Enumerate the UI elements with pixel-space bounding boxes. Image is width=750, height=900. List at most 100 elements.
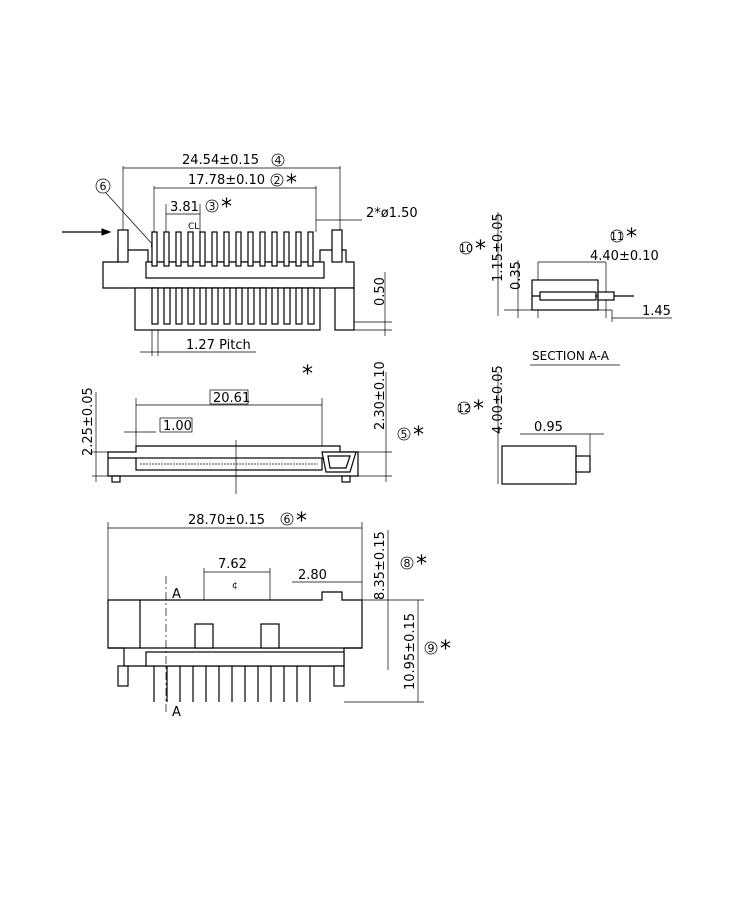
pin [283, 231, 290, 267]
centerline-label: CL [188, 222, 199, 232]
dim-overall-width: 28.70±0.15 [188, 513, 265, 528]
side-pins [153, 666, 311, 702]
pin [307, 287, 315, 325]
front-view: * 20.61 1.00 2.25±0.05 2.30±0.10 5 * [81, 361, 424, 494]
section-title: SECTION A-A [532, 349, 610, 363]
callout-circle [95, 178, 111, 194]
foot [341, 475, 351, 483]
critical-star: * [221, 195, 232, 220]
callout-circle [400, 556, 414, 570]
dim-section-height: 1.15±0.05 [491, 213, 506, 282]
pin [283, 287, 291, 325]
callout-number: 9 [428, 642, 435, 655]
callout-circle [280, 512, 294, 526]
dim-step: 1.00 [163, 419, 192, 434]
pin [235, 231, 242, 267]
callout-number: 12 [457, 402, 471, 415]
callout-number: 11 [610, 230, 624, 243]
dim-right-offset: 2.80 [298, 568, 327, 583]
pin [187, 231, 194, 267]
pin [271, 231, 278, 267]
top-view: 24.54±0.15 4 17.78±0.10 2 * 3.81 3 * CL … [62, 153, 418, 356]
pin [223, 287, 231, 325]
foot [111, 475, 121, 483]
pin [295, 231, 302, 267]
pin [151, 231, 158, 267]
dim-end-width: 0.95 [534, 420, 563, 435]
critical-star: * [286, 171, 297, 196]
dim-inner-width: 20.61 [213, 391, 250, 406]
pin [175, 287, 183, 325]
pin [247, 231, 254, 267]
pin [199, 231, 206, 267]
dim-upper-height: 8.35±0.15 [373, 531, 388, 600]
contact-section [539, 291, 597, 301]
dim-pin-span: 17.78±0.10 [188, 173, 265, 188]
callout-number: 6 [100, 180, 107, 193]
dim-thickness: 0.35 [509, 261, 524, 290]
alignment-post [194, 623, 214, 649]
pin [223, 231, 230, 267]
callout-circle [271, 153, 285, 167]
dim-lower-height: 10.95±0.15 [403, 613, 418, 690]
section-mark-top: A [172, 587, 181, 602]
pin [175, 231, 182, 267]
basic-dim-box [209, 389, 249, 405]
contact-tail [597, 291, 615, 301]
centerline-label: ¢ [232, 581, 238, 591]
pin [259, 231, 266, 267]
mount-post [331, 229, 343, 263]
base-strip [145, 651, 345, 667]
dim-left-height: 2.25±0.05 [81, 387, 96, 456]
critical-star: * [302, 362, 313, 387]
callout-circle [610, 229, 624, 243]
callout-number: 5 [401, 428, 408, 441]
mount-post [333, 665, 345, 687]
pin [151, 287, 159, 325]
end-body [501, 445, 577, 485]
critical-star: * [416, 552, 427, 577]
end-view: 4.00±0.05 12 * 0.95 [457, 365, 604, 485]
callout-circle [459, 241, 473, 255]
dim-overall-width: 24.54±0.15 [182, 153, 259, 168]
dim-pin-offset: 3.81 [170, 200, 199, 215]
callout-number: 10 [459, 242, 473, 255]
pin [295, 287, 303, 325]
dim-hole-dia: 2*ø1.50 [366, 206, 418, 221]
pin [199, 287, 207, 325]
alignment-post [260, 623, 280, 649]
callout-number: 8 [404, 557, 411, 570]
callout-number: 3 [209, 200, 216, 213]
dim-height: 0.50 [373, 277, 388, 306]
basic-dim-box [159, 417, 193, 433]
pin-row-lower [151, 287, 315, 325]
dim-pitch: 1.27 Pitch [186, 338, 251, 353]
dim-tail: 1.45 [642, 304, 671, 319]
callout-number: 4 [275, 154, 282, 167]
critical-star: * [475, 237, 486, 262]
mount-post [117, 665, 129, 687]
section-mark-bottom: A [172, 705, 181, 720]
pin-row-upper [151, 231, 314, 267]
callout-circle [457, 401, 471, 415]
connector-side-block [334, 287, 355, 331]
callout-number: 6 [284, 513, 291, 526]
pin [259, 287, 267, 325]
callout-circle [397, 427, 411, 441]
pin [187, 287, 195, 325]
critical-star: * [473, 397, 484, 422]
pin [163, 231, 170, 267]
callout-circle [424, 641, 438, 655]
pin [163, 287, 171, 325]
pin [211, 231, 218, 267]
mount-post [117, 229, 129, 263]
critical-star: * [440, 637, 451, 662]
arrow-head [101, 228, 112, 236]
pin [235, 287, 243, 325]
section-view: 1.15±0.05 10 * 0.35 4.40±0.10 11 * 1.45 … [459, 212, 672, 366]
critical-star: * [626, 225, 637, 250]
pin [307, 231, 314, 267]
latch-inner [327, 455, 351, 469]
